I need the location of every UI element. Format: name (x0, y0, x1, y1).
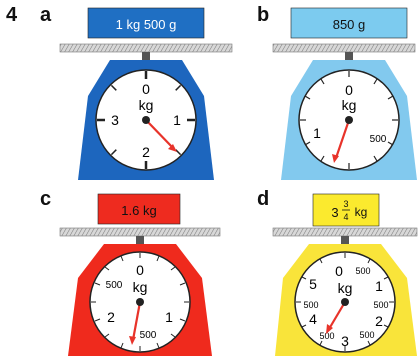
dial-pivot (345, 116, 353, 124)
part-label-a: a (40, 4, 52, 26)
pan-stem (142, 52, 150, 60)
dial-number-2: 2 (375, 313, 383, 329)
dial-number-500-bottom-right: 500 (359, 330, 374, 340)
dial-pivot (341, 298, 349, 306)
dial-unit: kg (338, 280, 353, 296)
dial-pointer (328, 301, 346, 330)
weight-label-text: 1.6 kg (121, 203, 156, 218)
scale-pan (272, 43, 416, 53)
dial-number-1: 1 (173, 112, 181, 128)
dial-pointer-tip (129, 336, 136, 345)
part-label-b: b (257, 4, 270, 26)
dial-pointer (131, 301, 142, 341)
pan-stem (341, 236, 349, 244)
dial-number-0: 0 (335, 263, 343, 279)
dial-pivot (142, 116, 150, 124)
kitchen-scale-c: 1.6 kg 0 1 2 500 500 kg (59, 193, 221, 356)
part-label-d: d (257, 188, 270, 210)
weight-label-unit: kg (355, 205, 368, 219)
dial-number-0: 0 (142, 81, 150, 97)
dial-number-0: 0 (345, 82, 353, 98)
dial-pointer-tip (168, 144, 177, 152)
weight-label-text: 850 g (333, 17, 366, 32)
dial-pointer (145, 119, 175, 150)
dial-pointer-tip (326, 324, 333, 334)
pan-stem (136, 236, 144, 244)
part-label-c: c (40, 188, 52, 210)
weight-label-denominator: 4 (343, 212, 348, 222)
dial-number-500-right: 500 (373, 300, 388, 310)
pan-stem (345, 52, 353, 60)
weight-label-box (312, 193, 380, 227)
dial-number-1: 1 (165, 309, 173, 325)
dial-number-5: 5 (309, 276, 317, 292)
scale-pan (59, 43, 233, 53)
dial-number-500-top: 500 (355, 266, 370, 276)
dial-ticks (91, 253, 189, 351)
question-number: 4 (6, 4, 18, 26)
dial-unit: kg (139, 97, 154, 113)
dial-number-2: 2 (142, 144, 150, 160)
dial-ticks (296, 253, 394, 351)
weight-label-box (87, 7, 205, 39)
dial-number-500-bottom: 500 (140, 330, 157, 341)
weight-label-text: 1 kg 500 g (116, 17, 177, 32)
dial-pivot (136, 298, 144, 306)
dial-pointer-tip (332, 154, 339, 163)
dial-number-1: 1 (375, 278, 383, 294)
scale-pan (59, 227, 221, 237)
dial-pointer (334, 119, 351, 159)
dial-number-2: 2 (107, 309, 115, 325)
dial-number-3: 3 (111, 112, 119, 128)
dial-number-500-top: 500 (106, 280, 123, 291)
weight-label-box (97, 193, 181, 225)
weight-label-whole: 3 (331, 205, 338, 220)
dial-number-4: 4 (309, 311, 317, 327)
kitchen-scale-a: 1 kg 500 g 0 1 2 3 kg (59, 7, 233, 180)
dial-number-500-bottom-left: 500 (319, 331, 334, 341)
weight-label-numerator: 3 (343, 199, 348, 209)
kitchen-scale-d: 3 3 4 kg 0 1 2 3 4 5 500 500 500 500 500… (272, 193, 418, 356)
dial-number-0: 0 (136, 262, 144, 278)
dial-unit: kg (342, 97, 357, 113)
weight-label-box (290, 7, 408, 39)
dial-ticks (97, 71, 195, 169)
dial-number-500: 500 (370, 134, 387, 145)
scale-pan (272, 227, 418, 237)
dial-unit: kg (133, 279, 148, 295)
dial-ticks (300, 71, 398, 169)
dial-number-3: 3 (341, 333, 349, 349)
dial-number-500-left: 500 (303, 300, 318, 310)
dial-number-1: 1 (313, 125, 321, 141)
kitchen-scale-b: 850 g 0 1 500 kg (272, 7, 417, 180)
